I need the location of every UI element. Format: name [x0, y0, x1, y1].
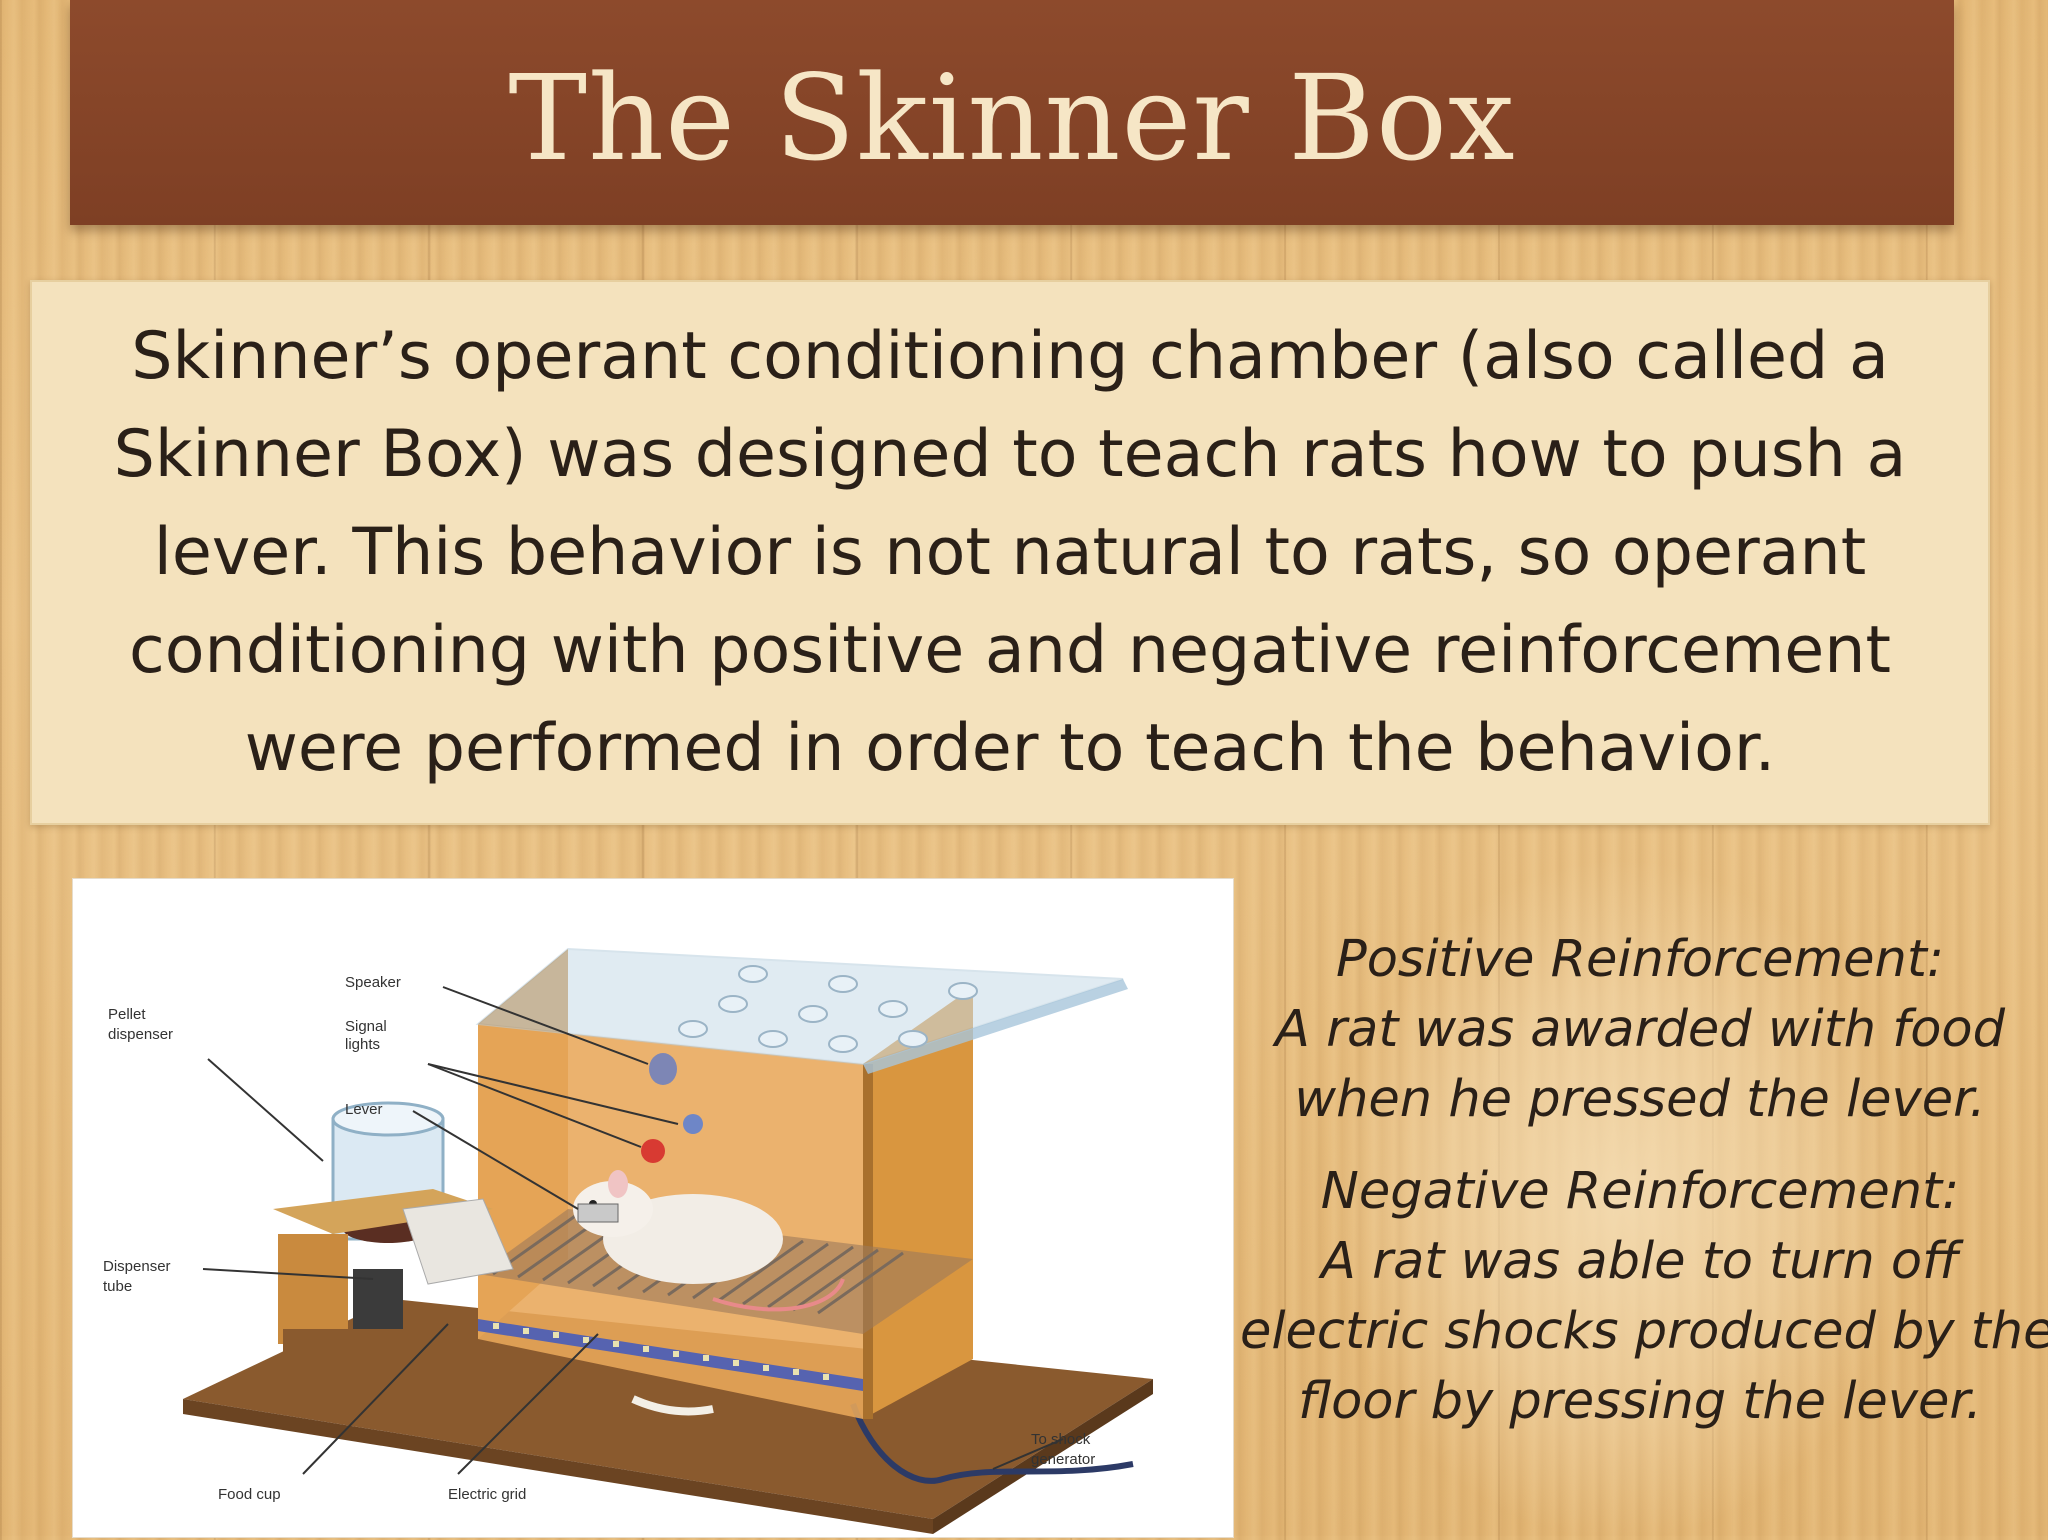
slide-title: The Skinner Box — [508, 48, 1516, 187]
intro-paragraph: Skinner’s operant conditioning chamber (… — [84, 308, 1937, 798]
skinner-box-illustration: Pellet dispenser Speaker Signal lights L… — [103, 947, 1153, 1534]
intro-line-5: were performed in order to teach the beh… — [244, 710, 1776, 786]
title-banner: The Skinner Box — [70, 0, 1954, 225]
label-pellet: Pellet — [108, 1006, 146, 1023]
speaker — [649, 1053, 677, 1085]
negative-heading: Negative Reinforcement: — [1320, 1162, 1960, 1221]
skinner-box-diagram: Pellet dispenser Speaker Signal lights L… — [72, 878, 1234, 1538]
label-food-cup: Food cup — [218, 1486, 281, 1503]
label-tube: tube — [103, 1278, 132, 1295]
label-lights: lights — [345, 1036, 380, 1053]
shock-cable — [850, 1402, 1134, 1484]
intro-text-box: Skinner’s operant conditioning chamber (… — [30, 280, 1990, 825]
lever — [577, 1203, 619, 1223]
label-dispenser: dispenser — [108, 1026, 173, 1043]
negative-line-2: electric shocks produced by the — [1240, 1302, 2048, 1361]
intro-line-2: Skinner Box) was designed to teach rats … — [113, 416, 1907, 492]
signal-light-blue — [683, 1114, 703, 1134]
positive-line-2: when he pressed the lever. — [1294, 1070, 1986, 1129]
leader-lines — [202, 986, 1064, 1475]
label-generator: generator — [1031, 1451, 1095, 1468]
label-electric-grid: Electric grid — [448, 1486, 526, 1503]
signal-light-red — [641, 1139, 665, 1163]
drawer-handle — [631, 1395, 714, 1416]
label-lever: Lever — [345, 1101, 383, 1118]
label-signal: Signal — [345, 1018, 387, 1035]
background-glow — [1330, 860, 1910, 1540]
label-dispenser-2: Dispenser — [103, 1258, 171, 1275]
intro-line-4: conditioning with positive and negative … — [129, 612, 1891, 688]
intro-line-3: lever. This behavior is not natural to r… — [153, 514, 1867, 590]
lid-holes — [678, 965, 978, 1053]
label-to-shock: To shock — [1031, 1431, 1091, 1448]
positive-line-1: A rat was awarded with food — [1275, 1000, 2005, 1059]
negative-reinforcement: Negative Reinforcement: A rat was able t… — [1240, 1157, 2048, 1437]
label-speaker: Speaker — [345, 974, 401, 991]
reinforcement-text: Positive Reinforcement: A rat was awarde… — [1240, 925, 2048, 1459]
intro-line-1: Skinner’s operant conditioning chamber (… — [131, 318, 1889, 394]
negative-line-3: floor by pressing the lever. — [1298, 1372, 1982, 1431]
positive-reinforcement: Positive Reinforcement: A rat was awarde… — [1240, 925, 2040, 1135]
negative-line-1: A rat was able to turn off — [1321, 1232, 1959, 1291]
positive-heading: Positive Reinforcement: — [1335, 930, 1945, 989]
pellet-dispenser — [273, 1101, 514, 1389]
